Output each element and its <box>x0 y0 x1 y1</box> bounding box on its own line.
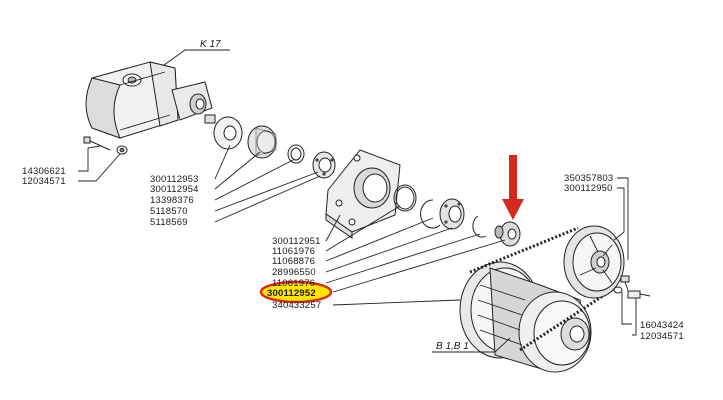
group-ref-top-label: K 17 <box>200 39 221 50</box>
labels-left: 14306621 12034571 <box>22 166 66 187</box>
pointer-arrow <box>502 155 524 220</box>
part-number-label: 5118569 <box>150 217 188 228</box>
labels-center: 300112951 11061976 11068876 28996550 110… <box>267 236 321 311</box>
part-number-label: 300112954 <box>150 184 199 195</box>
hub-highlighted-part <box>494 221 521 247</box>
part-number-label: 28996550 <box>272 267 316 278</box>
group-ref-bottom: B 1,B 1 <box>432 337 511 353</box>
coupling-sleeve <box>247 125 277 159</box>
bearing-small <box>312 151 336 179</box>
bearing-large <box>439 198 465 230</box>
pulley-small <box>563 225 625 299</box>
part-number-label: 300112951 <box>272 236 321 247</box>
drive-belt <box>469 226 613 352</box>
part-number-label: 350357803 <box>564 173 613 184</box>
part-number-label: 340433257 <box>272 300 321 311</box>
flange-ring-1 <box>213 116 243 150</box>
circlip-3 <box>472 215 487 238</box>
part-number-label: 12034571 <box>22 176 66 187</box>
part-number-label: 11068876 <box>272 256 315 267</box>
part-number-label: 13398376 <box>150 195 194 206</box>
bolt-right <box>613 275 651 299</box>
snap-ring-small <box>287 144 305 164</box>
pulley-large <box>459 261 592 373</box>
labels-right-bottom: 16043424 12034571 <box>640 320 684 342</box>
bolt-left <box>83 136 128 155</box>
part-number-label: 300112950 <box>564 183 613 194</box>
part-number-label: 5118570 <box>150 206 188 217</box>
support-bracket <box>325 149 401 239</box>
labels-right-top: 350357803 300112950 <box>564 173 613 194</box>
part-number-label: 300112953 <box>150 174 199 185</box>
highlighted-part-label: 300112952 <box>267 288 316 299</box>
group-ref-top: K 17 <box>159 39 230 69</box>
hydraulic-pump <box>85 61 216 139</box>
part-number-label: 12034571 <box>640 331 684 342</box>
part-number-label: 16043424 <box>640 320 684 331</box>
labels-mid: 300112953 300112954 13398376 5118570 511… <box>150 174 199 228</box>
leader-lines <box>78 144 637 336</box>
group-ref-bottom-label: B 1,B 1 <box>436 341 469 352</box>
part-number-label: 11061976 <box>272 278 315 289</box>
circlip-1 <box>393 184 417 212</box>
part-number-label: 11061976 <box>272 246 315 257</box>
highlight-oval <box>259 280 333 304</box>
part-number-label: 14306621 <box>22 166 66 177</box>
circlip-2 <box>420 199 441 229</box>
